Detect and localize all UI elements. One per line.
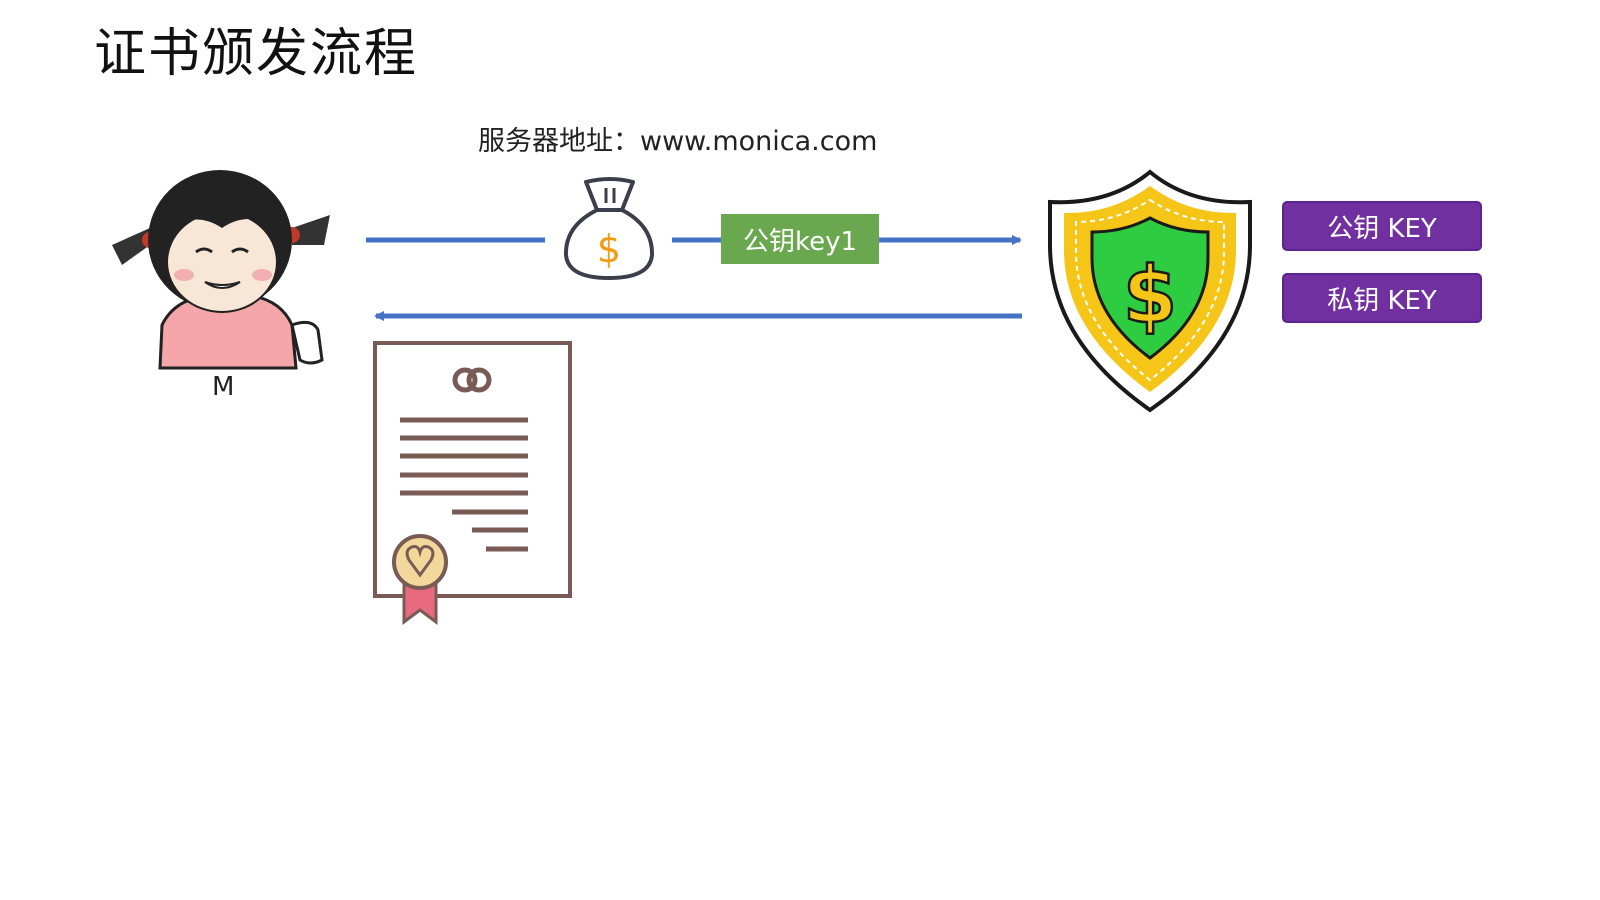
server-address: 服务器地址：www.monica.com — [478, 126, 878, 157]
public-key-box: 公钥 KEY — [1282, 201, 1482, 251]
page-title: 证书颁发流程 — [94, 24, 419, 84]
girl-meme-avatar — [112, 170, 330, 370]
certificate-icon — [373, 341, 572, 625]
shield-dollar-icon: $ — [1048, 169, 1252, 413]
public-key-tag: 公钥key1 — [721, 214, 879, 264]
private-key-box: 私钥 KEY — [1282, 273, 1482, 323]
money-bag-icon: $ — [563, 177, 655, 281]
svg-text:$: $ — [597, 227, 621, 271]
person-label: M — [212, 372, 235, 402]
svg-text:$: $ — [1123, 251, 1177, 341]
